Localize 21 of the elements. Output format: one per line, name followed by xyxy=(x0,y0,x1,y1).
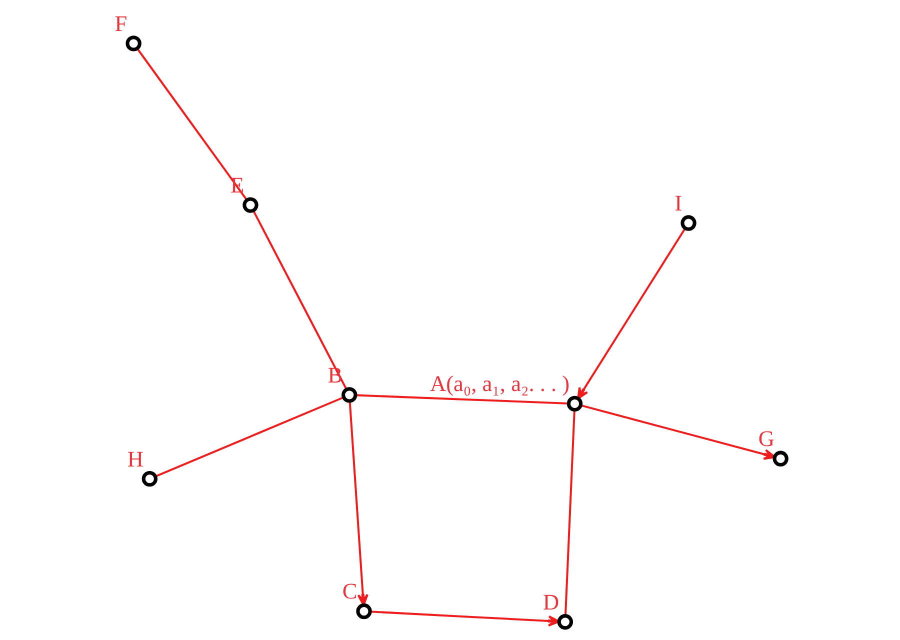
node-label: H xyxy=(126,446,144,471)
node-circle xyxy=(772,450,788,466)
node-label: G xyxy=(758,426,774,451)
node-label: D xyxy=(542,588,559,614)
node-circle xyxy=(125,35,141,51)
node-circle xyxy=(680,214,696,230)
node-label: C xyxy=(342,578,357,604)
connector xyxy=(136,47,248,200)
node-label: A(a₀, a₁, a₂. . . ) xyxy=(430,370,570,396)
connector xyxy=(564,409,575,616)
node-label: I xyxy=(674,190,682,215)
node-circle xyxy=(556,614,573,630)
node-circle xyxy=(242,196,258,212)
node-circle xyxy=(341,386,357,402)
node-circle xyxy=(566,395,582,412)
node-circle xyxy=(356,602,372,619)
node-label: F xyxy=(114,10,127,36)
connector xyxy=(355,394,568,404)
connector xyxy=(252,210,347,390)
connector xyxy=(154,396,344,477)
node-circle xyxy=(141,470,157,486)
